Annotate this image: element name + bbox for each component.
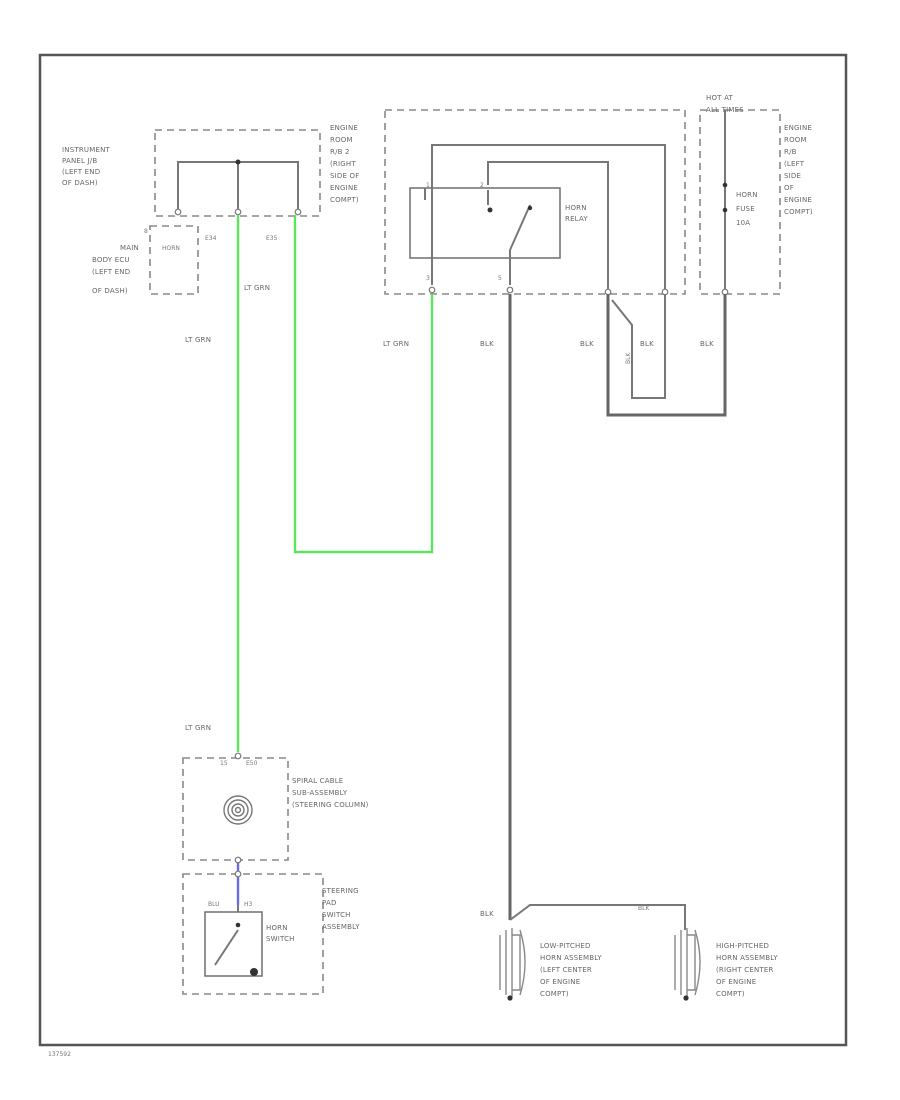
high-horn-label-2: (RIGHT CENTER xyxy=(716,966,774,974)
steering-pad-switch-assembly: H3 HORN SWITCH STEERING PAD SWITCH ASSEM… xyxy=(182,870,360,995)
spiral-pin: 15 xyxy=(220,760,228,767)
wire-lt-grn-loop xyxy=(293,215,434,554)
wires xyxy=(236,215,727,930)
footer-code: 137592 xyxy=(48,1051,71,1058)
switch-pin: H3 xyxy=(244,901,253,908)
rb2-label-3: (RIGHT xyxy=(330,160,356,168)
wire-label-blk-3: BLK xyxy=(640,340,654,348)
wire-label-blk-1: BLK xyxy=(480,340,494,348)
horn-icon xyxy=(674,928,701,997)
ip-jb-label-1: PANEL J/B xyxy=(62,157,97,165)
diagram-frame xyxy=(38,53,848,1047)
horn-switch-body xyxy=(204,911,263,977)
rb2-label-5: ENGINE xyxy=(330,184,358,192)
wire-label-lt-grn-3: LT GRN xyxy=(383,340,409,348)
engine-room-relay-block-2: ENGINE ROOM R/B 2 (RIGHT SIDE OF ENGINE … xyxy=(330,109,686,296)
jb-pin-b: E35 xyxy=(266,235,278,242)
high-pitched-horn: HIGH-PITCHED HORN ASSEMBLY (RIGHT CENTER… xyxy=(674,928,778,1001)
body-ecu-label-1: BODY ECU xyxy=(92,256,130,264)
hot-at-0: HOT AT xyxy=(706,94,734,102)
instrument-panel-junction-block: INSTRUMENT PANEL J/B (LEFT END OF DASH) … xyxy=(62,129,321,242)
horn-switch-label-1: SWITCH xyxy=(266,935,295,943)
horn-fuse-block: HOT AT ALL TIMES HORN FUSE 10A ENGINE RO… xyxy=(699,94,813,296)
pad-switch-label-0: STEERING xyxy=(322,887,359,895)
body-ecu-label-0: MAIN xyxy=(120,244,139,252)
wire-label-blk-2: BLK xyxy=(580,340,594,348)
pad-switch-label-1: PAD xyxy=(322,899,337,907)
rb2-label-1: ROOM xyxy=(330,136,353,144)
ecu-pin: 8 xyxy=(144,228,148,235)
horn-fuse-0: HORN xyxy=(736,191,758,199)
body-ecu-label-3: OF DASH) xyxy=(92,287,128,295)
horn-fuse-1: FUSE xyxy=(736,205,755,213)
wire-label-lt-grn-4: LT GRN xyxy=(185,724,211,732)
wire-label-blk-5: BLK xyxy=(625,352,632,364)
high-horn-label-3: OF ENGINE xyxy=(716,978,756,986)
spiral-label-2: (STEERING COLUMN) xyxy=(292,801,369,809)
body-ecu-label-2: (LEFT END xyxy=(92,268,130,276)
relay-pin-c: 3 xyxy=(426,275,430,282)
rb2-label-0: ENGINE xyxy=(330,124,358,132)
high-horn-label-0: HIGH-PITCHED xyxy=(716,942,769,950)
horn-relay-label-0: HORN xyxy=(565,204,587,212)
relay-pin-a: 1 xyxy=(426,182,430,189)
low-pitched-horn: LOW-PITCHED HORN ASSEMBLY (LEFT CENTER O… xyxy=(499,928,602,1001)
spiral-conn: E50 xyxy=(246,760,258,767)
wire-label-blk-4: BLK xyxy=(700,340,714,348)
spiral-label-1: SUB-ASSEMBLY xyxy=(292,789,348,797)
spiral-label-0: SPIRAL CABLE xyxy=(292,777,343,785)
rbl-label-5: OF xyxy=(784,184,794,192)
ip-jb-label-0: INSTRUMENT xyxy=(62,146,111,154)
rbl-label-7: COMPT) xyxy=(784,208,813,216)
horn-relay-body xyxy=(409,187,561,259)
low-horn-label-1: HORN ASSEMBLY xyxy=(540,954,602,962)
wire-label-lt-grn-1: LT GRN xyxy=(244,284,270,292)
wire-label-blk-horn: BLK xyxy=(638,905,650,912)
rbl-label-0: ENGINE xyxy=(784,124,812,132)
ecu-pin-name: HORN xyxy=(162,245,180,252)
low-horn-label-2: (LEFT CENTER xyxy=(540,966,592,974)
horn-relay-label-1: RELAY xyxy=(565,215,588,223)
main-body-ecu: 8 HORN MAIN BODY ECU (LEFT END OF DASH) xyxy=(92,225,199,295)
pad-switch-label-2: SWITCH xyxy=(322,911,351,919)
rb2-label-6: COMPT) xyxy=(330,196,359,204)
low-horn-label-0: LOW-PITCHED xyxy=(540,942,591,950)
horn-fuse-2: 10A xyxy=(736,219,750,227)
wire-label-blk-6: BLK xyxy=(480,910,494,918)
wire-blk-fuse-loop xyxy=(606,294,727,417)
high-horn-label-4: COMPT) xyxy=(716,990,745,998)
spiral-cable-assembly: 15 E50 SPIRAL CABLE SUB-ASSEMBLY (STEERI… xyxy=(182,752,369,864)
wire-blk-horn-split xyxy=(509,904,686,930)
ip-jb-label-2: (LEFT END xyxy=(62,168,100,176)
rbl-label-1: ROOM xyxy=(784,136,807,144)
rb2-label-2: R/B 2 xyxy=(330,148,350,156)
high-horn-label-1: HORN ASSEMBLY xyxy=(716,954,778,962)
rbl-label-4: SIDE xyxy=(784,172,801,180)
wire-label-lt-grn-2: LT GRN xyxy=(185,336,211,344)
low-horn-label-3: OF ENGINE xyxy=(540,978,580,986)
rbl-label-6: ENGINE xyxy=(784,196,812,204)
low-horn-label-4: COMPT) xyxy=(540,990,569,998)
horn-switch-label-0: HORN xyxy=(266,924,288,932)
wire-label-blu: BLU xyxy=(208,901,220,908)
pad-switch-label-3: ASSEMBLY xyxy=(322,923,360,931)
rbl-label-2: R/B xyxy=(784,148,797,156)
relay-pin-b: 2 xyxy=(480,182,484,189)
rb2-label-4: SIDE OF xyxy=(330,172,359,180)
jb-pin-a: E34 xyxy=(205,235,217,242)
rbl-label-3: (LEFT xyxy=(784,160,805,168)
ip-jb-label-3: OF DASH) xyxy=(62,179,98,187)
relay-pin-d: 5 xyxy=(498,275,502,282)
horn-icon xyxy=(499,928,526,997)
spiral-icon xyxy=(223,795,253,825)
